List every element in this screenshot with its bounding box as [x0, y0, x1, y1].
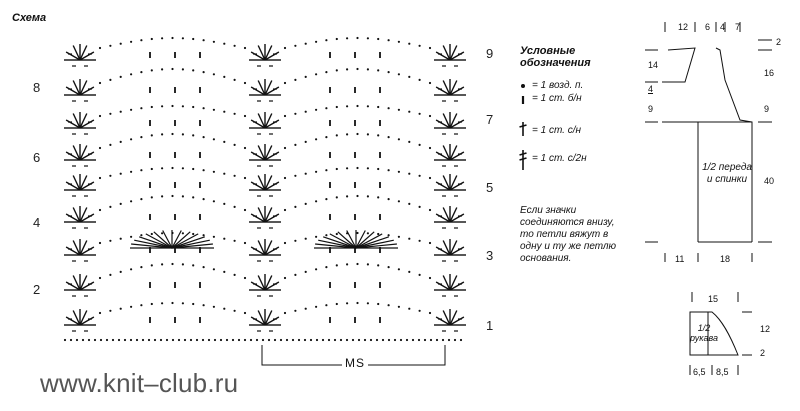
dim-bottom-11: 11 [675, 254, 685, 264]
row-number-9: 9 [486, 46, 494, 61]
fan-motif [64, 44, 96, 67]
fan-motif [434, 44, 466, 67]
dim-right-16: 16 [764, 68, 775, 78]
fan-motif [434, 144, 466, 167]
dim-right-40: 40 [764, 176, 775, 186]
row-number-6: 6 [33, 150, 41, 165]
fan-motif [249, 206, 281, 229]
sleeve-panel-label: 1/2 рукава [690, 323, 718, 343]
fan-motif [434, 79, 466, 102]
dim-left-14: 14 [648, 60, 659, 70]
dim-top-12: 12 [678, 22, 689, 32]
sleeve-dim-right-12: 12 [760, 324, 771, 334]
legend-item-chain: = 1 возд. п. [532, 80, 584, 91]
legend-symbols [519, 84, 527, 170]
row-number-3: 3 [486, 248, 494, 263]
dim-bottom-18: 18 [720, 254, 731, 264]
legend-note: Если значки соединяются внизу, то петли … [520, 205, 617, 264]
fan-motif [434, 239, 466, 262]
chain-stitch-icon [521, 84, 525, 88]
dim-right-2: 2 [776, 37, 782, 47]
fan-motif [249, 112, 281, 135]
garment-schematic [645, 22, 772, 375]
fan-motif [64, 239, 96, 262]
fan-motif [64, 274, 96, 297]
sleeve-dim-bottom-8-5: 8,5 [716, 367, 729, 377]
row-number-7: 7 [486, 112, 494, 127]
legend-item-dc: = 1 ст. с/н [532, 125, 582, 136]
fan-motif [434, 206, 466, 229]
row-number-5: 5 [486, 180, 494, 195]
fan-motif [249, 79, 281, 102]
watermark: www.knit–club.ru [40, 368, 239, 398]
fan-motif [64, 144, 96, 167]
ms-label: MS [342, 356, 368, 370]
legend-item-tr: = 1 ст. с/2н [532, 153, 587, 164]
fan-motif [434, 112, 466, 135]
fan-motif [434, 274, 466, 297]
dim-left-9: 9 [648, 104, 654, 114]
crochet-chart [63, 36, 466, 366]
chart-title: Схема [12, 12, 47, 24]
sleeve-dim-bottom-6-5: 6,5 [693, 367, 706, 377]
row-number-8: 8 [33, 80, 41, 95]
fan-motif [249, 239, 281, 262]
legend-title: Условные обозначения [520, 45, 591, 69]
fan-motif [249, 309, 281, 332]
row-number-1: 1 [486, 318, 494, 333]
fan-motif [249, 174, 281, 197]
dim-left-4: 4 [648, 84, 654, 94]
row-number-2: 2 [33, 282, 41, 297]
sleeve-dim-top-15: 15 [708, 294, 719, 304]
fan-motif [249, 144, 281, 167]
fan-motif [64, 206, 96, 229]
legend-item-sc: = 1 ст. б/н [532, 93, 582, 104]
body-panel-label: 1/2 переда и спинки [702, 162, 752, 185]
dim-right-9: 9 [764, 104, 770, 114]
dim-top-6: 6 [705, 22, 711, 32]
fan-motif [249, 44, 281, 67]
fan-motif [64, 174, 96, 197]
fan-motif [64, 112, 96, 135]
fan-motif [64, 79, 96, 102]
dim-top-7: 7 [735, 22, 741, 32]
fan-motif [64, 309, 96, 332]
fan-motif [434, 309, 466, 332]
sleeve-dim-right-2: 2 [760, 348, 766, 358]
fan-motif [249, 274, 281, 297]
row-number-4: 4 [33, 215, 41, 230]
fan-motif [434, 174, 466, 197]
dim-top-4: 4 [720, 22, 726, 32]
